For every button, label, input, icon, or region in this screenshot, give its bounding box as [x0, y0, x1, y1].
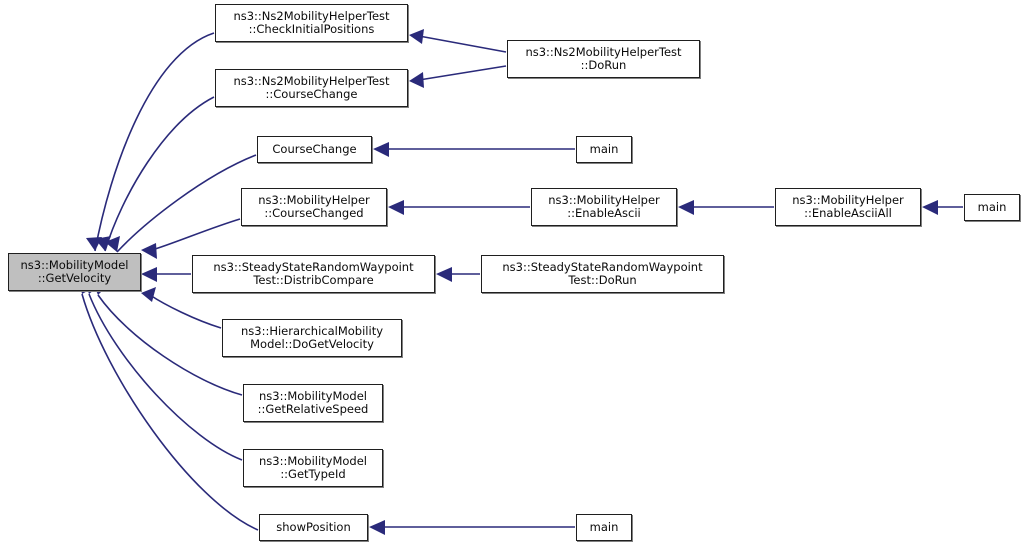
node-label: ns3::MobilityModel ::GetRelativeSpeed — [257, 388, 369, 416]
edge-ns2-course-change-to-get-velocity — [104, 96, 215, 252]
arrowhead-show-position — [369, 520, 385, 535]
arrowhead-get-velocity-top-3 — [105, 236, 120, 252]
node-label: ns3::HierarchicalMobility Model::DoGetVe… — [240, 323, 384, 351]
node-label: ns3::Ns2MobilityHelperTest ::CheckInitia… — [233, 8, 390, 36]
node-label: CourseChange — [272, 141, 357, 156]
node-label: main — [589, 519, 619, 534]
edge-course-change-to-get-velocity — [116, 154, 257, 253]
edge-course-changed-to-get-velocity — [151, 218, 241, 251]
edge-check-initial-positions-to-get-velocity — [94, 32, 215, 252]
node-hierarchical-do-get-velocity[interactable]: ns3::HierarchicalMobility Model::DoGetVe… — [222, 319, 402, 357]
node-get-velocity[interactable]: ns3::MobilityModel ::GetVelocity — [8, 253, 141, 291]
edge-get-relative-speed-to-get-velocity — [97, 294, 243, 396]
node-label: ns3::Ns2MobilityHelperTest ::CourseChang… — [233, 73, 390, 101]
node-label: main — [977, 199, 1007, 214]
arrowhead-get-velocity-right-3 — [141, 287, 156, 302]
node-check-initial-positions[interactable]: ns3::Ns2MobilityHelperTest ::CheckInitia… — [215, 4, 408, 42]
node-ns2-do-run[interactable]: ns3::Ns2MobilityHelperTest ::DoRun — [507, 40, 700, 78]
node-main-enable-ascii-all[interactable]: main — [964, 194, 1020, 221]
arrowhead-get-velocity-right-2 — [141, 267, 157, 282]
node-get-relative-speed[interactable]: ns3::MobilityModel ::GetRelativeSpeed — [243, 384, 383, 422]
arrowhead-course-change — [373, 142, 389, 157]
node-label: showPosition — [276, 519, 351, 534]
edge-ns2-do-run-to-check-initial-positions — [418, 35, 507, 53]
arrowhead-get-velocity-top-1 — [86, 237, 102, 251]
node-label: ns3::SteadyStateRandomWaypoint Test::Dis… — [213, 259, 414, 287]
arrowhead-distrib-compare — [436, 267, 452, 282]
node-steady-state-do-run[interactable]: ns3::SteadyStateRandomWaypoint Test::DoR… — [481, 255, 724, 293]
arrowhead-get-velocity-top-2 — [95, 236, 111, 251]
node-course-change[interactable]: CourseChange — [257, 136, 372, 163]
node-label: ns3::MobilityHelper ::EnableAscii — [548, 192, 660, 220]
node-main-show-position[interactable]: main — [576, 514, 632, 541]
node-label: ns3::MobilityModel ::GetTypeId — [258, 453, 368, 481]
arrowhead-check-initial-positions — [409, 29, 424, 44]
arrowhead-ns2-course-change — [409, 72, 424, 88]
node-enable-ascii-all[interactable]: ns3::MobilityHelper ::EnableAsciiAll — [775, 188, 921, 226]
node-enable-ascii[interactable]: ns3::MobilityHelper ::EnableAscii — [531, 188, 677, 226]
node-course-changed[interactable]: ns3::MobilityHelper ::CourseChanged — [241, 188, 387, 226]
node-ns2-course-change[interactable]: ns3::Ns2MobilityHelperTest ::CourseChang… — [215, 69, 408, 107]
node-label: main — [589, 141, 619, 156]
node-label: ns3::MobilityModel ::GetVelocity — [20, 257, 129, 285]
edge-get-type-id-to-get-velocity — [88, 293, 243, 461]
node-distrib-compare[interactable]: ns3::SteadyStateRandomWaypoint Test::Dis… — [192, 255, 435, 293]
edge-hierarchical-do-get-velocity-to-get-velocity — [149, 294, 222, 329]
node-get-type-id[interactable]: ns3::MobilityModel ::GetTypeId — [243, 449, 383, 487]
arrowhead-enable-ascii-all — [922, 200, 938, 215]
node-main-course-change[interactable]: main — [576, 136, 632, 163]
arrowhead-enable-ascii — [678, 200, 694, 215]
edge-ns2-do-run-to-ns2-course-change — [418, 65, 507, 81]
node-label: ns3::SteadyStateRandomWaypoint Test::DoR… — [502, 259, 703, 287]
node-label: ns3::MobilityHelper ::EnableAsciiAll — [792, 192, 904, 220]
arrowhead-course-changed — [388, 200, 404, 215]
arrowhead-get-velocity-right-1 — [141, 243, 157, 259]
node-label: ns3::MobilityHelper ::CourseChanged — [258, 192, 370, 220]
node-show-position[interactable]: showPosition — [259, 514, 368, 541]
node-label: ns3::Ns2MobilityHelperTest ::DoRun — [525, 44, 682, 72]
